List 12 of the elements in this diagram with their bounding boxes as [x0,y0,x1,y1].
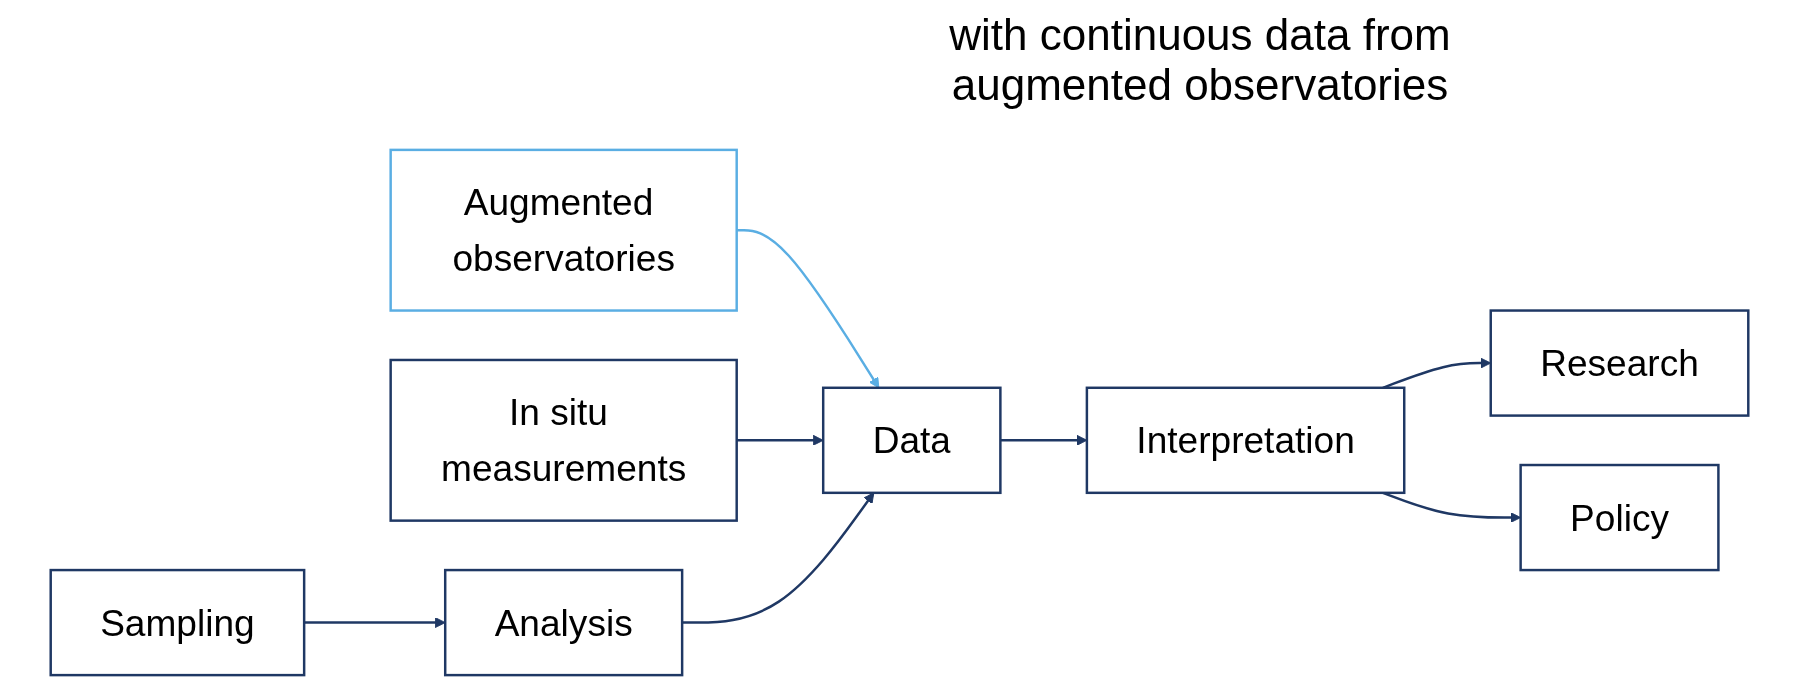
node-box: Research [1489,309,1750,417]
arrow [736,434,824,446]
arrow [304,617,446,629]
arrow [682,492,875,624]
node-box: Augmented observatories [389,148,738,312]
note-text: with continuous data from augmented observatories [948,10,1452,110]
node-box: Policy [1519,463,1720,572]
node-box: Data [821,386,1002,495]
node-box: In situ measurements [389,358,738,522]
node-box: Interpretation [1085,386,1406,495]
node-box: Analysis [443,568,684,677]
node-box: Sampling [49,568,306,677]
